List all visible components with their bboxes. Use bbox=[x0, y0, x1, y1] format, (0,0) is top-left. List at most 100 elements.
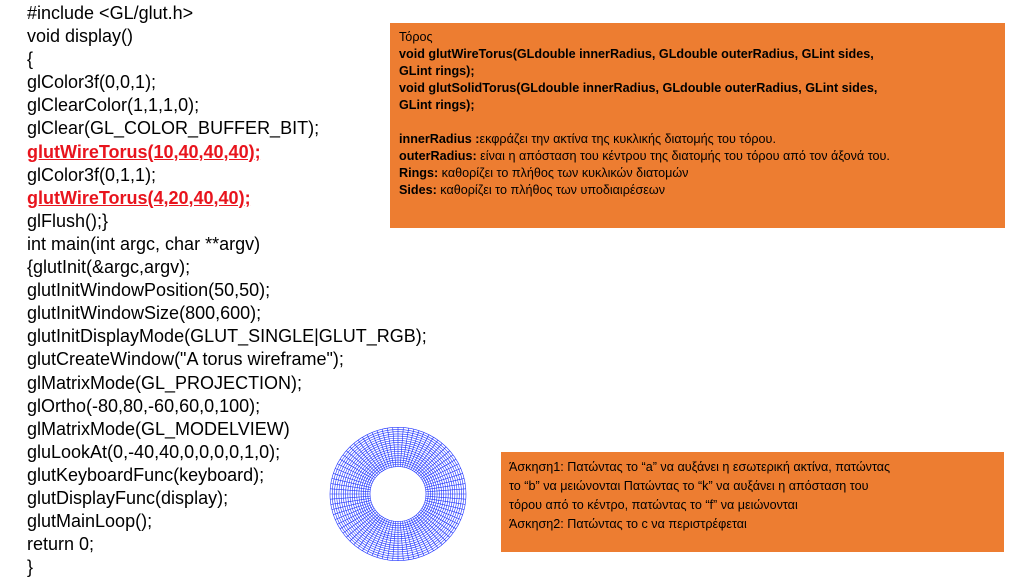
torus-spoke bbox=[402, 428, 409, 467]
torus-spoke bbox=[392, 521, 397, 561]
code-line: glutDisplayFunc(display); bbox=[27, 487, 229, 508]
torus-spoke bbox=[335, 504, 373, 520]
torus-spoke bbox=[424, 473, 463, 486]
code-line: int main(int argc, char **argv) bbox=[27, 233, 261, 254]
torus-spoke bbox=[362, 517, 384, 551]
torus-spoke bbox=[339, 508, 375, 530]
torus-spoke bbox=[371, 432, 388, 469]
torus-spoke bbox=[414, 439, 439, 472]
param-desc: είναι η απόσταση του κέντρου της διατομή… bbox=[476, 149, 890, 163]
torus-spoke bbox=[414, 516, 439, 549]
param-name: Rings: bbox=[399, 166, 439, 180]
exercise-line: Άσκηση2: Πατώντας το c να περιστρέφεται bbox=[509, 517, 747, 531]
exercise-line: τόρου από το κέντρο, πατώντας το “f” να … bbox=[509, 498, 798, 512]
exercise-line: Άσκηση1: Πατώντας το “a” να αυξάνει η εσ… bbox=[509, 460, 891, 474]
code-line: } bbox=[27, 557, 34, 578]
code-line-highlighted: glutWireTorus(10,40,40,40); bbox=[27, 141, 261, 162]
code-listing: #include <GL/glut.h>void display(){glCol… bbox=[27, 2, 427, 579]
torus-spoke bbox=[402, 521, 409, 560]
torus-spoke bbox=[420, 454, 454, 479]
torus-spoke bbox=[423, 504, 461, 520]
code-line: glutKeyboardFunc(keyboard); bbox=[27, 464, 265, 485]
param-inner-radius: innerRadius :εκφράζει την ακτίνα της κυκ… bbox=[399, 131, 996, 148]
torus-spoke bbox=[387, 521, 394, 560]
code-line: #include <GL/glut.h> bbox=[27, 3, 194, 23]
code-line: glutInitDisplayMode(GLUT_SINGLE|GLUT_RGB… bbox=[27, 326, 427, 347]
torus-spoke bbox=[424, 502, 463, 515]
torus-spoke bbox=[404, 429, 415, 468]
code-line: gluLookAt(0,-40,40,0,0,0,0,1,0); bbox=[27, 441, 281, 462]
torus-spoke bbox=[349, 446, 379, 475]
torus-spoke bbox=[422, 506, 459, 525]
torus-spoke bbox=[357, 439, 382, 472]
torus-spoke bbox=[381, 429, 392, 468]
code-line: glMatrixMode(GL_PROJECTION); bbox=[27, 372, 303, 393]
param-desc: καθορίζει το πλήθος των υποδιαιρέσεων bbox=[436, 183, 666, 197]
param-desc: καθορίζει το πλήθος των κυκλικών διατομώ… bbox=[438, 166, 689, 180]
solid-torus-signature-line1: void glutSolidTorus(GLdouble innerRadius… bbox=[399, 81, 878, 95]
torus-spoke bbox=[408, 519, 425, 556]
torus-spoke bbox=[412, 517, 434, 551]
code-line: glColor3f(0,0,1); bbox=[27, 72, 157, 93]
torus-spoke bbox=[330, 495, 371, 500]
torus-spoke bbox=[406, 520, 420, 558]
torus-spoke bbox=[417, 513, 447, 542]
param-name: innerRadius : bbox=[399, 132, 480, 146]
torus-spoke bbox=[399, 427, 404, 467]
torus-spoke bbox=[387, 428, 394, 467]
code-line: glClearColor(1,1,1,0); bbox=[27, 95, 200, 116]
code-line: return 0; bbox=[27, 534, 95, 555]
torus-spoke bbox=[362, 437, 384, 471]
code-line: glutInitWindowPosition(50,50); bbox=[27, 280, 271, 301]
param-name: Sides: bbox=[399, 183, 437, 197]
torus-spoke bbox=[425, 500, 465, 510]
torus-spoke bbox=[330, 488, 371, 493]
torus-spoke bbox=[333, 473, 372, 486]
torus-spoke bbox=[412, 437, 434, 471]
param-rings: Rings: καθορίζει το πλήθος των κυκλικών … bbox=[399, 165, 996, 182]
torus-spoke bbox=[419, 450, 450, 477]
torus-spoke bbox=[410, 434, 430, 470]
code-line: glutMainLoop(); bbox=[27, 511, 153, 532]
torus-spoke bbox=[425, 483, 466, 491]
torus-spoke bbox=[406, 430, 420, 468]
solid-torus-signature-line2: GLint rings); bbox=[399, 98, 475, 112]
torus-spoke bbox=[353, 514, 381, 545]
torus-spoke bbox=[423, 468, 461, 484]
torus-spoke bbox=[381, 520, 392, 559]
torus-spoke bbox=[339, 458, 375, 480]
spacer bbox=[399, 114, 996, 131]
wire-torus-signature-line2: GLint rings); bbox=[399, 64, 475, 78]
torus-spoke bbox=[392, 427, 397, 467]
torus-spoke bbox=[346, 450, 377, 477]
torus-spoke bbox=[417, 446, 447, 475]
param-desc: εκφράζει την ακτίνα της κυκλικής διατομή… bbox=[479, 132, 776, 146]
torus-spoke bbox=[349, 513, 379, 542]
torus-spoke bbox=[330, 497, 371, 505]
torus-spoke bbox=[330, 483, 371, 491]
torus-spoke bbox=[357, 516, 382, 549]
torus-spoke bbox=[425, 497, 466, 505]
code-line: void display() bbox=[27, 26, 134, 47]
torus-spoke bbox=[333, 502, 372, 515]
torus-spoke bbox=[337, 506, 374, 525]
code-line: glClear(GL_COLOR_BUFFER_BIT); bbox=[27, 118, 320, 139]
torus-info-box: Τόρος void glutWireTorus(GLdouble innerR… bbox=[390, 23, 1005, 228]
code-line: {glutInit(&argc,argv); bbox=[27, 257, 191, 278]
torus-spoke bbox=[425, 495, 466, 500]
torus-spoke bbox=[399, 521, 404, 561]
torus-spoke bbox=[376, 430, 390, 468]
torus-spoke bbox=[376, 520, 390, 558]
torus-spoke bbox=[331, 478, 371, 488]
param-name: outerRadius: bbox=[399, 149, 477, 163]
torus-spoke bbox=[371, 519, 388, 556]
torus-spoke bbox=[342, 454, 376, 479]
torus-spoke bbox=[420, 509, 454, 534]
wire-torus-signature-line1: void glutWireTorus(GLdouble innerRadius,… bbox=[399, 47, 874, 61]
torus-spoke bbox=[421, 458, 457, 480]
torus-spoke bbox=[419, 511, 450, 538]
torus-spoke bbox=[415, 443, 443, 474]
torus-spoke bbox=[415, 514, 443, 545]
torus-spoke bbox=[425, 488, 466, 493]
torus-ring bbox=[369, 466, 427, 522]
